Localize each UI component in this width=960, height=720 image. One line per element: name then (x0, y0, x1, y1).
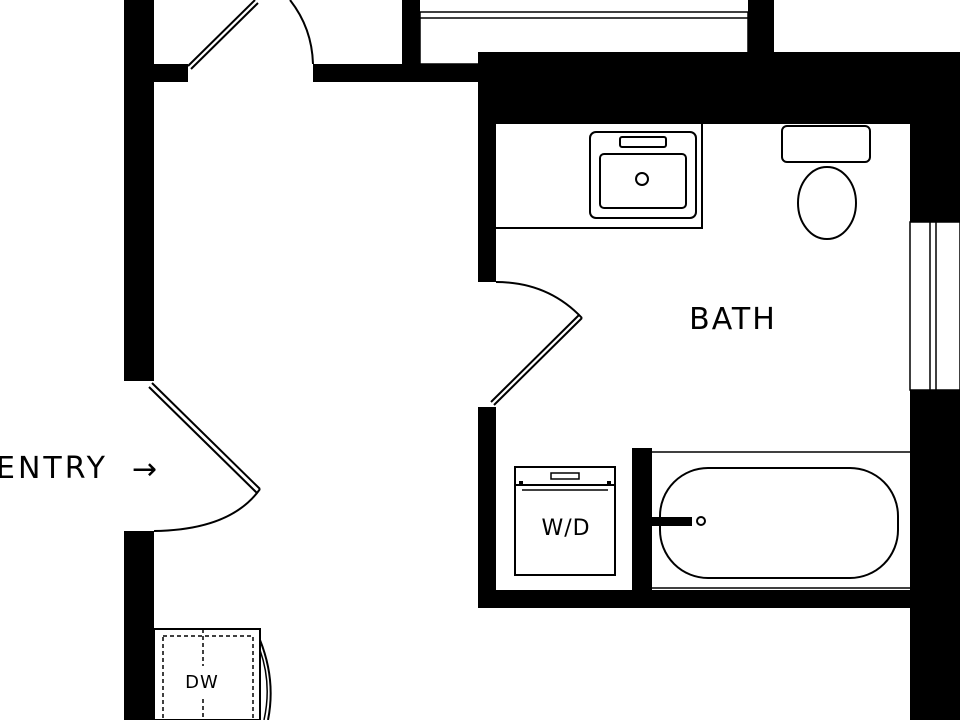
wall-bath-right-upper (910, 52, 960, 222)
wall-tub-partition (632, 448, 652, 608)
entry-label: ENTRY (0, 451, 108, 486)
door-entry (148, 382, 261, 532)
dishwasher-door-arc (259, 639, 272, 720)
room-label-bath: BATH (689, 302, 777, 337)
washer-dryer-box (514, 466, 616, 576)
sink-faucet (619, 136, 667, 148)
wall-closet-left (402, 0, 420, 82)
dishwasher-door-arc-inner (259, 649, 268, 720)
entry-arrow-icon: → (132, 452, 160, 487)
dishwasher-counter (153, 628, 261, 720)
closet-shelf (419, 11, 749, 65)
door-bath-leaf (493, 317, 583, 406)
washer-dryer-knob-left (519, 481, 523, 485)
labels: BATH ENTRY → W/D DW (0, 302, 777, 696)
door-entry-leaf-edge (148, 386, 258, 494)
bath-window (909, 221, 960, 391)
washer-dryer-control (550, 472, 580, 480)
bathtub (652, 451, 910, 589)
door-bath (490, 281, 583, 406)
door-upper-swing-arc (289, 0, 314, 65)
toilet-bowl (797, 166, 857, 240)
closet-shelf-outline (419, 11, 749, 65)
wall-bath-top (478, 52, 960, 124)
vanity (496, 124, 703, 229)
wall-top-middle (313, 64, 480, 82)
washer-dryer (514, 466, 616, 576)
wall-left-upper (124, 0, 154, 381)
door-upper-leaf-edge (190, 2, 259, 70)
door-bath-leaf-edge (490, 314, 580, 403)
wall-bath-left-upper (478, 52, 496, 282)
wall-left-lower (124, 531, 154, 720)
wall-top-stub-left (154, 64, 188, 82)
wall-bath-right-lower (910, 390, 960, 720)
toilet (781, 125, 871, 240)
bathtub-spout (652, 517, 692, 526)
wall-bath-bottom (478, 590, 960, 608)
door-upper-leaf (187, 0, 256, 67)
washer-dryer-knob-right (607, 481, 611, 485)
door-upper (187, 0, 314, 70)
dishwasher-outline (162, 635, 254, 720)
bathtub-basin (659, 467, 899, 579)
walls (124, 0, 960, 720)
washer-dryer-label: W/D (541, 516, 590, 541)
vanity-counter (496, 124, 703, 229)
sink-basin-outer (589, 131, 697, 219)
toilet-tank (781, 125, 871, 163)
door-bath-swing-arc (495, 281, 583, 319)
sink-basin-inner (599, 153, 687, 209)
dishwasher-label: DW (185, 672, 219, 693)
door-entry-swing-arc (153, 488, 261, 532)
sink-drain (635, 172, 649, 186)
wall-bath-left-lower (478, 407, 496, 608)
door-entry-leaf (151, 382, 261, 490)
bath-window-frame (909, 221, 960, 391)
dw-label-backing (176, 666, 228, 696)
wall-closet-right (748, 0, 774, 62)
bathtub-drain (696, 516, 706, 526)
